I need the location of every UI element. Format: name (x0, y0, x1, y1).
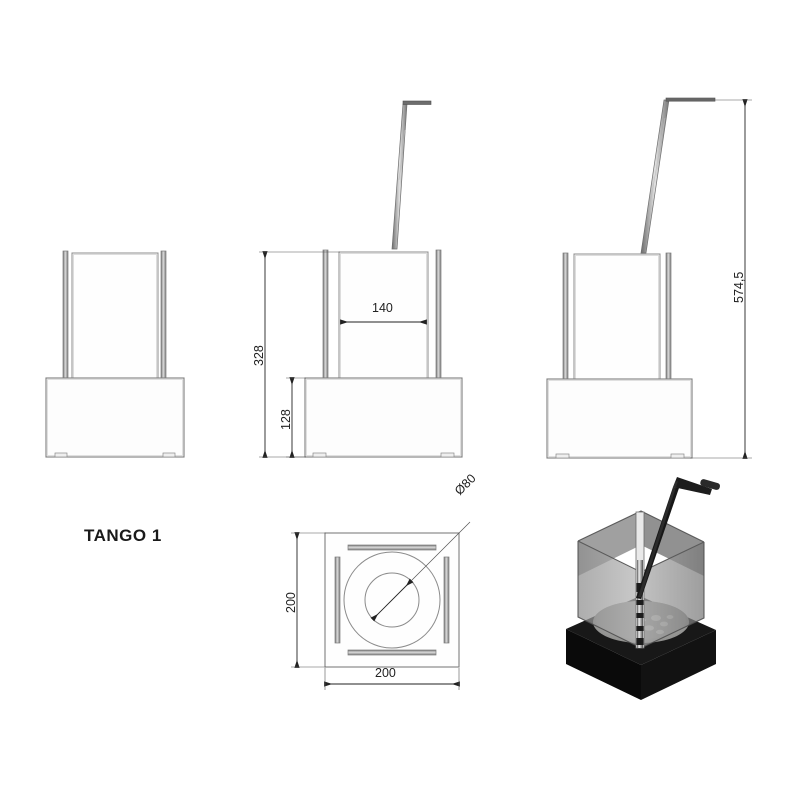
dimension-128 (286, 377, 306, 458)
view-plan (291, 521, 471, 690)
view-front-elevation (45, 250, 185, 458)
dimension-diameter-80 (370, 521, 471, 622)
dimension-label-328: 328 (252, 345, 266, 366)
view-side-poker-tilted (546, 97, 752, 459)
page-title: TANGO 1 (84, 526, 162, 545)
dimension-label-plan-depth-200: 200 (284, 592, 298, 613)
dimension-plan-width-200 (324, 668, 460, 690)
poker-tool-tilted (640, 97, 716, 254)
dimension-label-574-5: 574,5 (732, 271, 746, 303)
poker-tool-vertical (391, 100, 432, 250)
dimension-label-plan-width-200: 200 (375, 666, 396, 680)
dimension-label-140: 140 (372, 301, 393, 315)
view-side-dimensioned (259, 100, 463, 458)
view-product-photo (566, 477, 721, 700)
dimension-plan-depth-200 (291, 532, 326, 668)
dimension-label-128: 128 (279, 409, 293, 430)
poker-tool-photo (636, 477, 721, 599)
dimension-574-5 (666, 99, 752, 459)
